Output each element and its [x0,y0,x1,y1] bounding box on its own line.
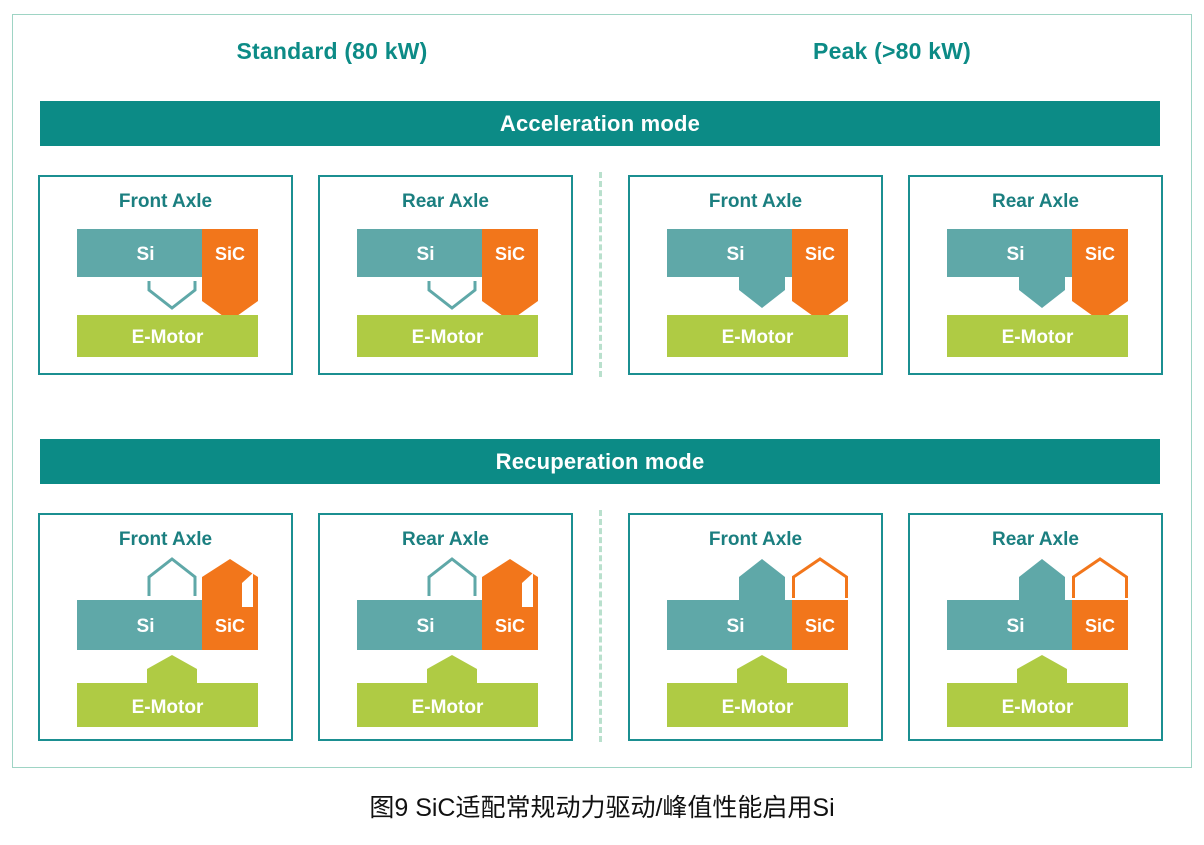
diagram-recup-standard-rear: Si SiC E-Motor [320,515,575,739]
panel-recup-peak-front: Front Axle Si SiC E-Motor [628,513,883,741]
diagram-recup-standard-front: Si SiC E-Motor [40,515,295,739]
diagram-accel-peak-front: Si SiC E-Motor [630,177,885,373]
panel-accel-peak-rear: Rear Axle Si SiC E-Motor [908,175,1163,375]
panel-recup-standard-front: Front Axle Si SiC E-Motor [38,513,293,741]
axle-title: Front Axle [708,191,803,212]
svg-text:SiC: SiC [215,244,245,264]
svg-text:Si: Si [137,244,155,265]
column-header-standard: Standard (80 kW) [236,38,428,64]
banner-recuperation-label: Recuperation mode [495,448,705,474]
svg-text:Si: Si [727,616,745,637]
panel-recup-peak-rear: Rear Axle Si SiC E-Motor [908,513,1163,741]
panel-accel-peak-front: Front Axle Si SiC E-Motor [628,175,883,375]
svg-text:SiC: SiC [1085,244,1115,264]
svg-text:SiC: SiC [805,616,835,636]
column-header-peak: Peak (>80 kW) [813,38,971,64]
svg-text:E-Motor: E-Motor [1002,697,1074,718]
svg-text:SiC: SiC [495,244,525,264]
svg-text:Si: Si [417,244,435,265]
diagram-accel-peak-rear: Si SiC E-Motor [910,177,1165,373]
banner-acceleration-mode: Acceleration mode [40,101,1160,146]
svg-text:Si: Si [137,616,155,637]
figure-caption: 图9 SiC适配常规动力驱动/峰值性能启用Si [369,794,835,822]
panel-accel-standard-rear: Rear Axle Si SiC E-Motor [318,175,573,375]
svg-text:SiC: SiC [495,616,525,636]
banner-recuperation-mode: Recuperation mode [40,439,1160,484]
svg-text:E-Motor: E-Motor [132,327,204,348]
svg-text:SiC: SiC [805,244,835,264]
divider-recuperation [599,510,602,742]
svg-text:E-Motor: E-Motor [722,327,794,348]
column-headers: Standard (80 kW) Peak (>80 kW) [12,38,1192,82]
svg-text:E-Motor: E-Motor [1002,327,1074,348]
axle-title: Rear Axle [992,191,1079,212]
svg-text:E-Motor: E-Motor [412,327,484,348]
svg-text:E-Motor: E-Motor [132,697,204,718]
diagram-recup-peak-front: Si SiC E-Motor [630,515,885,739]
axle-title: Front Axle [118,191,213,212]
svg-text:Si: Si [417,616,435,637]
axle-title: Front Axle [118,529,213,550]
axle-title: Rear Axle [992,529,1079,550]
svg-text:E-Motor: E-Motor [412,697,484,718]
svg-text:Si: Si [1007,616,1025,637]
svg-text:E-Motor: E-Motor [722,697,794,718]
svg-text:Si: Si [727,244,745,265]
diagram-accel-standard-rear: Si SiC E-Motor [320,177,575,373]
diagram-recup-peak-rear: Si SiC E-Motor [910,515,1165,739]
divider-acceleration [599,172,602,377]
svg-text:SiC: SiC [215,616,245,636]
diagram-accel-standard-front: Si SiC E-Motor [40,177,295,373]
panel-accel-standard-front: Front Axle Si SiC E-Motor [38,175,293,375]
banner-acceleration-label: Acceleration mode [499,110,701,136]
svg-text:Si: Si [1007,244,1025,265]
axle-title: Rear Axle [402,529,489,550]
axle-title: Front Axle [708,529,803,550]
panel-recup-standard-rear: Rear Axle Si SiC E-Motor [318,513,573,741]
axle-title: Rear Axle [402,191,489,212]
svg-text:SiC: SiC [1085,616,1115,636]
